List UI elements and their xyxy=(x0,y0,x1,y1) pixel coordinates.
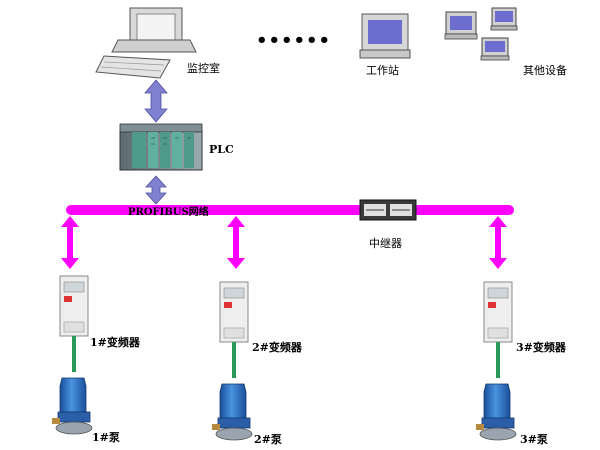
profibus-bus xyxy=(66,205,514,215)
plc-icon xyxy=(119,123,203,171)
pc-plc-link-arrow xyxy=(144,79,168,123)
bus-drop-arrow-3 xyxy=(489,216,507,269)
vfd-2-label: 2#变频器 xyxy=(252,341,302,354)
pump-icon xyxy=(212,383,253,441)
bus-drop-arrow-1 xyxy=(61,216,79,269)
bus-drop-arrow-2 xyxy=(227,216,245,269)
plc-label: PLC xyxy=(209,143,234,156)
pump-2-label: 2#泵 xyxy=(254,433,282,446)
repeater-icon xyxy=(359,199,417,221)
workstation-icon xyxy=(359,13,411,59)
pump-1-label: 1#泵 xyxy=(92,431,120,444)
vfd-pump-cable xyxy=(72,336,500,378)
computer-icon xyxy=(95,7,197,79)
network-label: PROFIBUS网络 xyxy=(128,207,209,218)
workstation-label: 工作站 xyxy=(366,64,399,77)
vfd-icon xyxy=(59,275,89,337)
vfd-3-label: 3#变频器 xyxy=(516,341,566,354)
repeater-label: 中继器 xyxy=(369,237,402,250)
pump-3-label: 3#泵 xyxy=(520,433,548,446)
ellipsis-label: •••••• xyxy=(256,30,332,51)
control-room-label: 监控室 xyxy=(187,62,220,75)
other-devices-label: 其他设备 xyxy=(523,64,567,77)
plc-bus-link-arrow xyxy=(145,175,167,205)
pump-icon xyxy=(476,383,517,441)
vfd-1-label: 1#变频器 xyxy=(90,336,140,349)
vfd-icon xyxy=(219,281,249,343)
pump-icon xyxy=(52,377,93,435)
vfd-icon xyxy=(483,281,513,343)
other-devices-icon xyxy=(444,7,518,61)
